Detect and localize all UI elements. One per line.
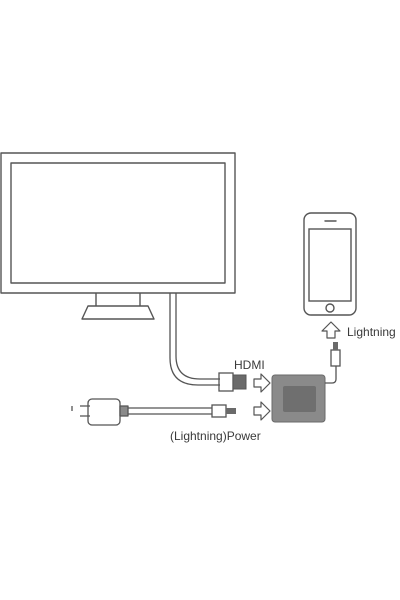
monitor-screen (10, 162, 226, 284)
power-adapter-icon (71, 398, 129, 426)
hdmi-cable (169, 293, 220, 386)
lightning-label: Lightning (347, 325, 396, 339)
power-cable (128, 407, 212, 415)
arrow-right-outline-icon (253, 401, 271, 421)
phone-screen (308, 228, 352, 302)
smartphone-icon (303, 212, 357, 316)
arrow-up-outline-icon (321, 321, 341, 339)
lightning-plug-icon (211, 404, 236, 418)
hdmi-label: HDMI (234, 358, 265, 372)
arrow-right-outline-icon (253, 373, 271, 393)
phone-home-button (325, 303, 335, 313)
power-label: (Lightning)Power (170, 429, 261, 443)
charger-cable-strain (119, 405, 129, 417)
lightning-cable (325, 366, 337, 384)
monitor-stand (81, 305, 155, 320)
hdmi-plug-icon (218, 372, 247, 392)
charger-body (87, 398, 121, 426)
charger-prongs (71, 405, 90, 417)
monitor-bezel (0, 152, 236, 294)
phone-body (303, 212, 357, 316)
lightning-plug-icon (330, 342, 341, 367)
monitor-neck (95, 293, 141, 306)
monitor-icon (0, 152, 236, 320)
av-adapter-icon (271, 374, 326, 423)
